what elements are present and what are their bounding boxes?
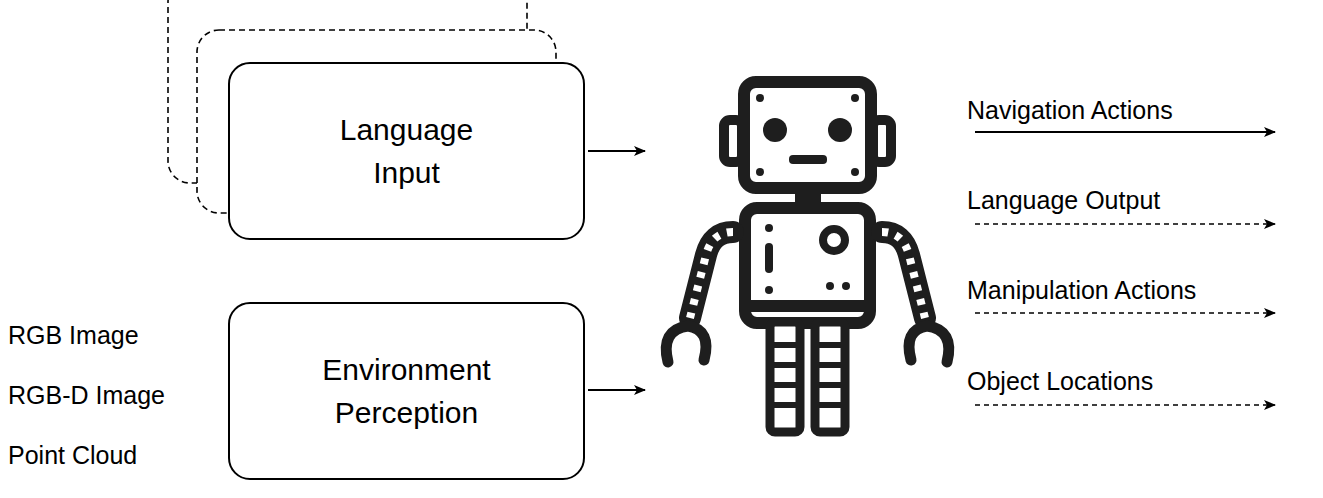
output-label: Manipulation Actions <box>967 275 1196 305</box>
input-type-label: RGB Image <box>8 320 139 350</box>
input-type-label: Point Cloud <box>8 440 137 470</box>
process-box: Environment Perception <box>228 302 585 480</box>
robot-icon <box>666 82 949 432</box>
box-label: Language Input <box>312 108 502 194</box>
output-arrow <box>975 404 1275 406</box>
output-arrow <box>975 223 1275 225</box>
output-label: Object Locations <box>967 366 1153 396</box>
input-arrow <box>588 150 645 152</box>
output-arrow <box>975 312 1275 314</box>
output-label: Language Output <box>967 185 1160 215</box>
output-arrow <box>975 131 1275 133</box>
input-type-label: RGB-D Image <box>8 380 165 410</box>
output-label: Navigation Actions <box>967 95 1173 125</box>
box-label: Environment Perception <box>312 348 502 434</box>
process-box: Language Input <box>228 62 585 240</box>
input-arrow <box>588 389 645 391</box>
